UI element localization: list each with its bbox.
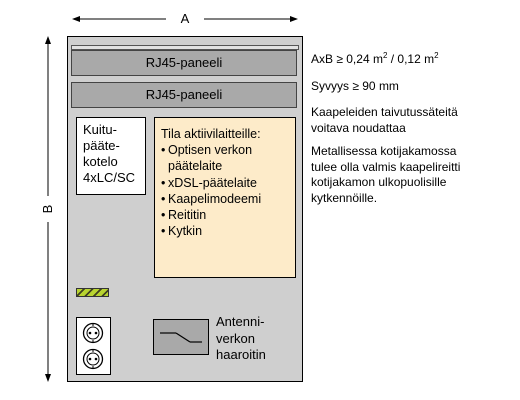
antenna-splitter (153, 319, 209, 355)
metal-cabinet-note: Metallisessa kotijakamossa tulee olla va… (311, 144, 516, 206)
list-item: Reititin (161, 207, 295, 223)
list-item: Kytkin (161, 223, 295, 239)
active-equipment-area: Tila aktiivilaitteille: Optisen verkon p… (154, 117, 296, 278)
dimension-a-label: A (180, 11, 190, 26)
requirements-notes: AxB ≥ 0,24 m2 / 0,12 m2 Syvyys ≥ 90 mm K… (311, 52, 516, 206)
active-equipment-list: Optisen verkon päätelaite xDSL-päätelait… (161, 142, 295, 239)
bend-radius-note: Kaapeleiden taivutussäteitä voitava noud… (311, 105, 516, 136)
dimension-b: B (38, 36, 58, 382)
area-prefix: AxB ≥ 0,24 m (311, 52, 383, 66)
list-item: Kaapelimodeemi (161, 191, 295, 207)
note-line: tulee olla valmis kaapelireitti (311, 159, 461, 174)
fiber-box-line: kotelo (83, 154, 118, 169)
splitter-label-line: Antenni- (216, 314, 265, 329)
dimension-a-arrow (72, 16, 298, 22)
area-exponent: 2 (434, 51, 439, 60)
top-rail (71, 45, 299, 50)
splitter-symbol-icon (160, 332, 202, 343)
area-exponent: 2 (382, 51, 388, 60)
list-item: xDSL-päätelaite (161, 175, 295, 191)
home-distribution-cabinet: RJ45-paneeli RJ45-paneeli Kuitu- pääte- … (67, 36, 303, 382)
antenna-splitter-label: Antenni- verkon haaroitin (216, 314, 296, 364)
power-outlet-icon (82, 348, 104, 370)
dimension-b-arrow (45, 36, 51, 382)
fiber-box-line: 4xLC/SC (83, 170, 136, 185)
area-alt: / 0,12 m (387, 52, 435, 66)
fiber-box-line: pääte- (83, 138, 120, 153)
note-line: voitava noudattaa (311, 120, 406, 135)
area-requirement: AxB ≥ 0,24 m2 / 0,12 m2 (311, 52, 516, 68)
power-outlet-icon (82, 322, 104, 344)
splitter-label-line: haaroitin (216, 347, 266, 362)
note-line: kytkennöille. (311, 190, 378, 205)
note-line: Metallisessa kotijakamossa (311, 144, 457, 158)
list-item: päätelaite (168, 159, 223, 174)
note-line: Kaapeleiden taivutussäteitä (311, 105, 458, 119)
depth-requirement: Syvyys ≥ 90 mm (311, 78, 399, 93)
power-outlets (76, 317, 111, 375)
grounding-rail-hatch (76, 288, 109, 297)
active-area-title: Tila aktiivilaitteille: (161, 127, 261, 141)
rj45-panel-1: RJ45-paneeli (71, 50, 297, 76)
dimension-a: A (72, 10, 298, 28)
fiber-termination-box: Kuitu- pääte- kotelo 4xLC/SC (76, 117, 146, 195)
splitter-label-line: verkon (216, 330, 256, 346)
fiber-box-line: Kuitu- (83, 122, 117, 137)
rj45-panel-2: RJ45-paneeli (71, 82, 297, 108)
dimension-b-label: B (40, 204, 55, 214)
note-line: kotijakamon ulkopuolisille (311, 175, 447, 189)
list-item: Optisen verkon (161, 142, 295, 158)
